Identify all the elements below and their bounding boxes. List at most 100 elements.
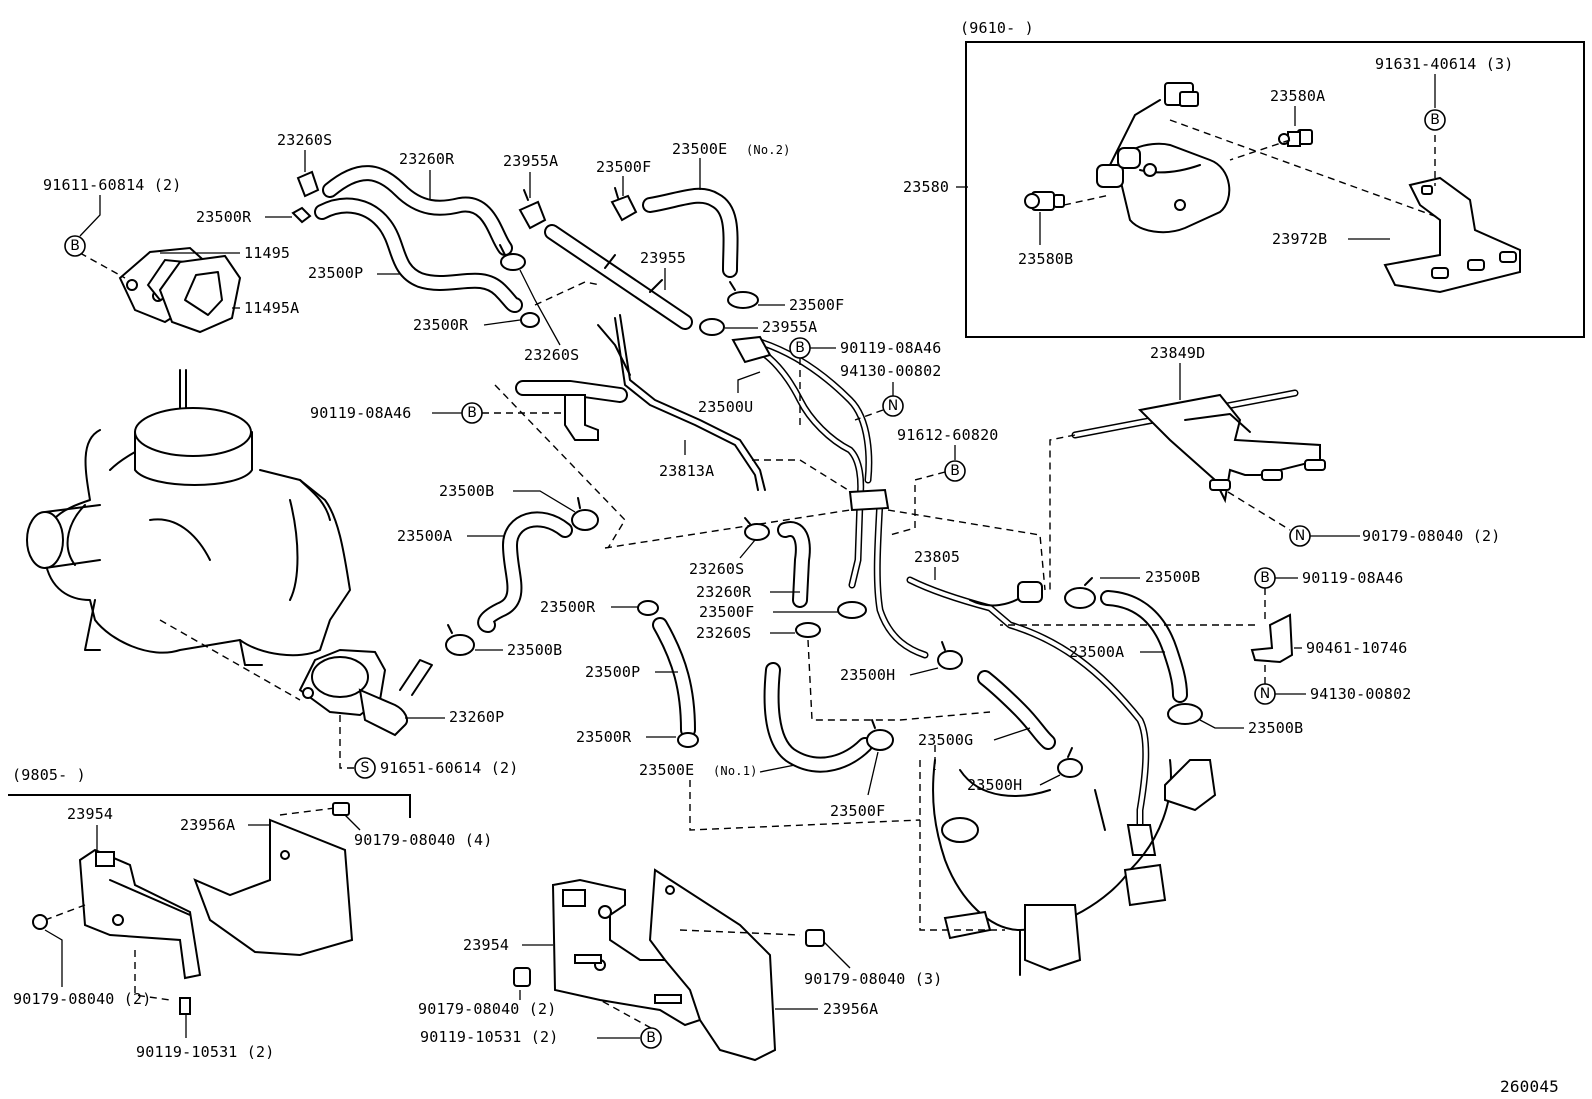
clamp-23955A-b [699, 318, 725, 336]
clamp-23260S-d [795, 622, 821, 638]
sensor-23580A [1278, 129, 1313, 147]
clamp-23500B-b [445, 624, 475, 656]
svg-text:B: B [467, 405, 477, 421]
gasket-11495A [158, 254, 242, 334]
callout-90119-10531-b: 90119-10531 (2) [420, 1028, 558, 1046]
hose-23260R [322, 165, 513, 256]
callout-23500F-b: 23500F [789, 296, 844, 314]
callout-91611-60814: 91611-60814 (2) [43, 176, 181, 194]
callout-23813A: 23813A [659, 462, 714, 480]
callout-23500F-c: 23500F [699, 603, 754, 621]
callout-23500B-b: 23500B [507, 641, 562, 659]
hose-23500P-lower [652, 617, 696, 738]
callout-23955A-a: 23955A [503, 152, 558, 170]
inset-9610: (9610- ) [903, 19, 1585, 338]
hose-23500G [977, 670, 1056, 750]
svg-text:N: N [888, 398, 898, 414]
hose-23955 [544, 224, 693, 330]
hose-23500E-no2 [642, 187, 739, 278]
callout-23500R-b: 23500R [413, 316, 469, 334]
bolt-B-symbol: B [640, 1027, 662, 1049]
clamp-23260S-c [744, 517, 770, 541]
callout-91612-60820: 91612-60820 [897, 426, 999, 444]
callout-23956A-a: 23956A [180, 816, 235, 834]
bracket-23954-a [78, 848, 202, 980]
hose-23260R-mid [777, 521, 811, 608]
callout-11495A: 11495A [244, 299, 299, 317]
shield-23956A-a [193, 818, 354, 957]
clamp-23260S-top [296, 170, 320, 198]
pipe-main-vertical [848, 488, 929, 659]
clamp-23955A-a [518, 189, 547, 230]
bolt-B-symbol: B [1254, 567, 1276, 589]
callout-23500A-b: 23500A [1069, 643, 1124, 661]
clamp-23500H-a [937, 641, 963, 670]
bolt-B-symbol: B [944, 460, 966, 482]
callout-23849D: 23849D [1150, 344, 1205, 362]
throttle-body [26, 369, 351, 666]
stud-S-symbol: S [354, 757, 376, 779]
callout-23500F-d: 23500F [830, 802, 885, 820]
callout-23500E-no2: 23500E [672, 140, 727, 158]
callout-23972B: 23972B [1272, 230, 1327, 248]
callout-94130-00802-b: 94130-00802 [1310, 685, 1412, 703]
bolt-B-symbol: B [1424, 109, 1446, 131]
callout-11495: 11495 [244, 244, 290, 262]
callout-23805: 23805 [914, 548, 960, 566]
nut-N-symbol: N [1289, 525, 1311, 547]
callout-no2: (No.2) [746, 143, 791, 157]
svg-text:N: N [1295, 528, 1305, 544]
svg-text:B: B [70, 238, 80, 254]
hose-23500P-upper [314, 197, 523, 313]
clamp-23500F-c [837, 601, 867, 619]
bolt-B-symbol: B [461, 402, 483, 424]
callout-23500B-d: 23500B [1248, 719, 1303, 737]
vsv-valve-23580 [1096, 82, 1231, 234]
callout-91631-40614: 91631-40614 (3) [1375, 55, 1513, 73]
clamp-23500H-b [1057, 747, 1083, 778]
bolt-B-symbol: B [64, 235, 86, 257]
clamp-23500R-top [291, 206, 312, 224]
callout-23500B-a: 23500B [439, 482, 494, 500]
callout-90179-08040-b: 90179-08040 (4) [354, 831, 492, 849]
clamp-23500R-mid [520, 312, 540, 328]
callout-23260S-c: 23260S [689, 560, 744, 578]
hose-23500A-left [477, 511, 573, 633]
hose-23500E-no1 [763, 662, 873, 773]
callout-23500G: 23500G [918, 731, 973, 749]
nut-N-symbol: N [882, 395, 904, 417]
callout-23500E-no1: 23500E [639, 761, 694, 779]
callout-no1: (No.1) [713, 764, 758, 778]
figure-number: 260045 [1500, 1077, 1559, 1096]
callout-23500A-a: 23500A [397, 527, 452, 545]
bolt-B-symbol: B [789, 337, 811, 359]
callout-23500F-a: 23500F [596, 158, 651, 176]
bracket-23849D [1071, 389, 1326, 504]
callout-23955A-b: 23955A [762, 318, 817, 336]
callout-23500R-a: 23500R [196, 208, 252, 226]
callout-90179-08040-e: 90179-08040 (3) [804, 970, 942, 988]
inset-9805-label: (9805- ) [12, 766, 86, 784]
callout-23500P-b: 23500P [585, 663, 640, 681]
callout-23260R-b: 23260R [696, 583, 752, 601]
hose-23500A-right [1100, 590, 1188, 703]
callout-23580B: 23580B [1018, 250, 1073, 268]
svg-text:B: B [1260, 570, 1270, 586]
pipe-left-connector [515, 380, 628, 441]
callout-23260S-d: 23260S [696, 624, 751, 642]
callout-23500B-c: 23500B [1145, 568, 1200, 586]
nut-N-symbol: N [1254, 683, 1276, 705]
bracket-90461-10746 [1250, 613, 1294, 664]
callout-90179-08040-a: 90179-08040 (2) [1362, 527, 1500, 545]
clamp-23500F-a [610, 187, 638, 222]
svg-text:N: N [1260, 686, 1270, 702]
callout-23500P-a: 23500P [308, 264, 363, 282]
pipe-23500U [731, 335, 873, 504]
svg-text:B: B [795, 340, 805, 356]
callout-90119-08A46-b: 90119-08A46 [310, 404, 412, 422]
water-outlet-housing [932, 759, 1217, 976]
callout-90179-08040-d: 90179-08040 (2) [418, 1000, 556, 1018]
callout-23260S-b: 23260S [524, 346, 579, 364]
svg-text:S: S [361, 760, 370, 776]
sensor-23580B [1024, 191, 1065, 211]
